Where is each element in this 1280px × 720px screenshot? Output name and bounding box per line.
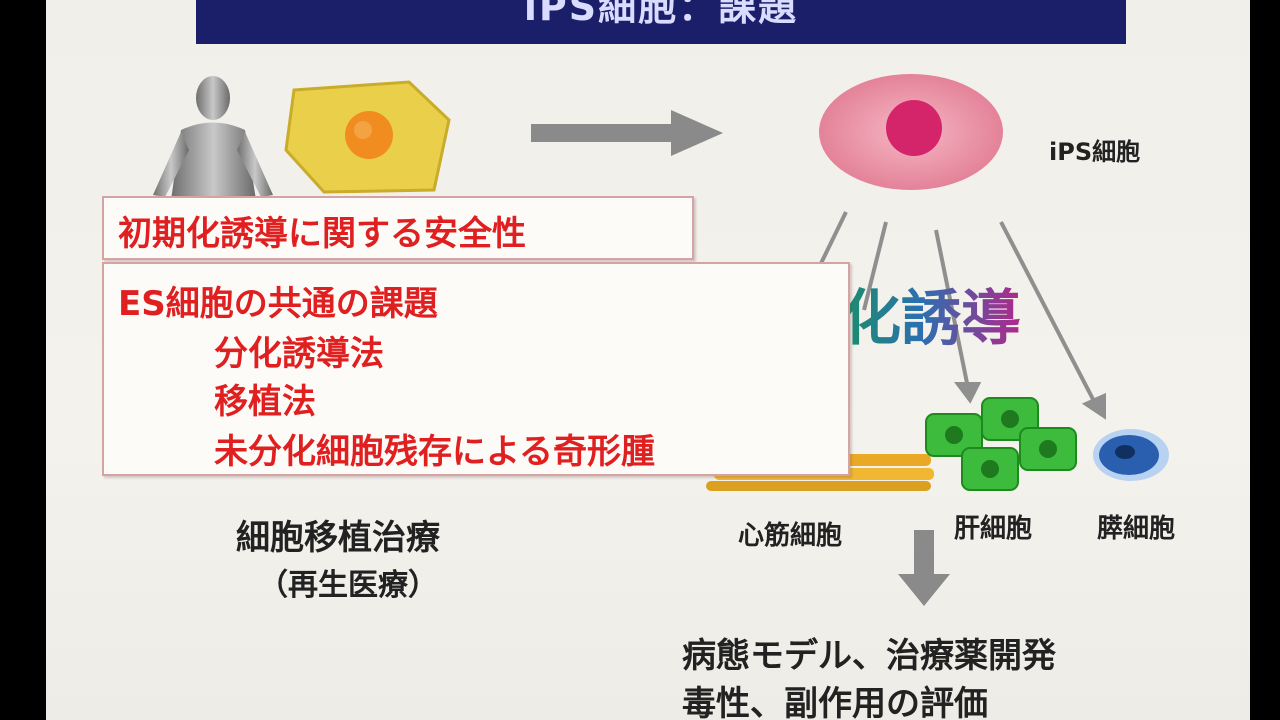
es-issue-item: 分化誘導法 <box>214 334 384 374</box>
reprogramming-arrow-icon <box>531 110 723 156</box>
es-issues-box: ES細胞の共通の課題 分化誘導法 移植法 未分化細胞残存による奇形腫 <box>102 262 850 476</box>
hepatocyte-icon <box>925 397 1077 491</box>
ips-cell-icon <box>819 74 1003 190</box>
safety-callout-box: 初期化誘導に関する安全性 <box>102 196 694 260</box>
hepatocyte-label: 肝細胞 <box>954 514 1033 544</box>
regenerative-medicine-label: （再生医療） <box>258 568 438 603</box>
slide-title: iPS細胞：課題 <box>523 0 799 29</box>
down-arrow-icon <box>898 530 950 606</box>
cell-therapy-label: 細胞移植治療 <box>236 518 440 558</box>
somatic-cell-icon <box>284 80 451 194</box>
pancreatic-cell-label: 膵細胞 <box>1097 514 1176 544</box>
safety-callout-text: 初期化誘導に関する安全性 <box>118 214 526 254</box>
disease-model-label: 病態モデル、治療薬開発 <box>682 636 1056 676</box>
slide: iPS細胞：課題 iPS細胞 <box>46 0 1250 720</box>
toxicity-evaluation-label: 毒性、副作用の評価 <box>682 684 988 720</box>
differentiation-arrows <box>806 211 1106 420</box>
ips-cell-label: iPS細胞 <box>1049 138 1141 166</box>
es-issue-item: 移植法 <box>214 382 316 422</box>
human-figure-icon <box>153 76 273 200</box>
es-issue-item: 未分化細胞残存による奇形腫 <box>214 432 655 472</box>
slide-title-bar: iPS細胞：課題 <box>196 0 1126 44</box>
differentiation-heading: 化誘導 <box>841 270 1021 357</box>
es-issues-heading: ES細胞の共通の課題 <box>118 284 438 324</box>
pancreatic-cell-icon <box>1093 429 1169 481</box>
cardiomyocyte-label: 心筋細胞 <box>738 521 843 551</box>
